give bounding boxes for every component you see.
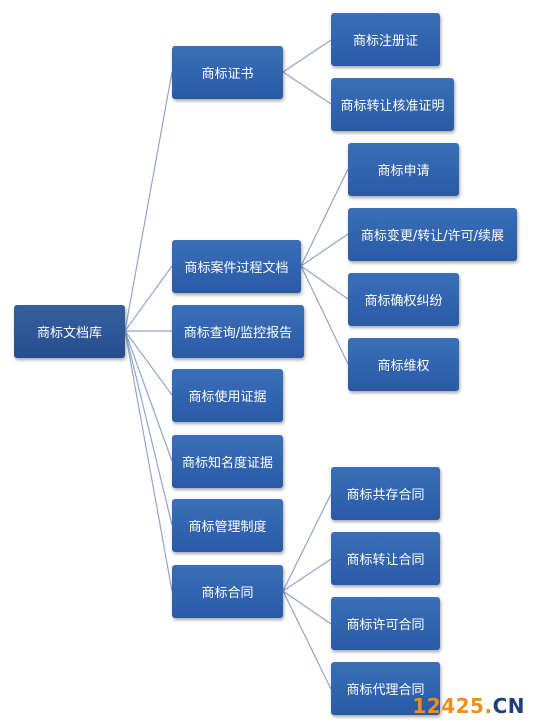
connector-cert-reg: [282, 39, 332, 73]
watermark-dot: .: [484, 694, 493, 718]
connector-contract-coexist: [282, 493, 332, 592]
connector-case-apply: [300, 168, 349, 267]
node-use-evidence: 商标使用证据: [172, 369, 283, 422]
connector-root-fame: [124, 330, 173, 462]
connector-root-use: [124, 330, 173, 396]
node-case-process-docs: 商标案件过程文档: [172, 240, 301, 293]
connector-contract-license: [282, 590, 332, 625]
node-change-transfer-license-renewal: 商标变更/转让/许可/续展: [348, 208, 517, 261]
node-coexistence-contract: 商标共存合同: [331, 467, 440, 520]
watermark-tld: CN: [492, 694, 525, 718]
node-management-policy: 商标管理制度: [172, 499, 283, 552]
connector-contract-agency: [282, 590, 332, 690]
node-license-contract: 商标许可合同: [331, 597, 440, 650]
node-transfer-approval: 商标转让核准证明: [331, 78, 454, 131]
node-rights-dispute: 商标确权纠纷: [348, 273, 459, 326]
connector-root-cert: [124, 71, 173, 332]
node-fame-evidence: 商标知名度证据: [172, 435, 283, 488]
connector-case-change: [300, 233, 349, 267]
site-watermark: 12425.CN: [412, 694, 525, 718]
node-search-monitor-report: 商标查询/监控报告: [172, 305, 304, 358]
node-agency-contract: 商标代理合同: [331, 662, 440, 715]
connector-case-enforce: [300, 265, 349, 365]
node-transfer-contract: 商标转让合同: [331, 532, 440, 585]
connector-cert-transfer: [282, 71, 332, 105]
node-registration-certificate: 商标注册证: [331, 13, 440, 66]
connector-case-dispute: [300, 265, 349, 300]
watermark-number: 12425: [412, 694, 485, 718]
node-trademark-contract: 商标合同: [172, 565, 283, 618]
node-application: 商标申请: [348, 143, 459, 196]
root-node: 商标文档库: [14, 305, 125, 358]
connector-contract-transfer: [282, 558, 332, 592]
node-rights-protection: 商标维权: [348, 338, 459, 391]
connector-root-policy: [124, 330, 173, 526]
node-trademark-certificate: 商标证书: [172, 46, 283, 99]
connector-root-contract: [124, 330, 173, 592]
connector-root-case: [124, 265, 173, 332]
